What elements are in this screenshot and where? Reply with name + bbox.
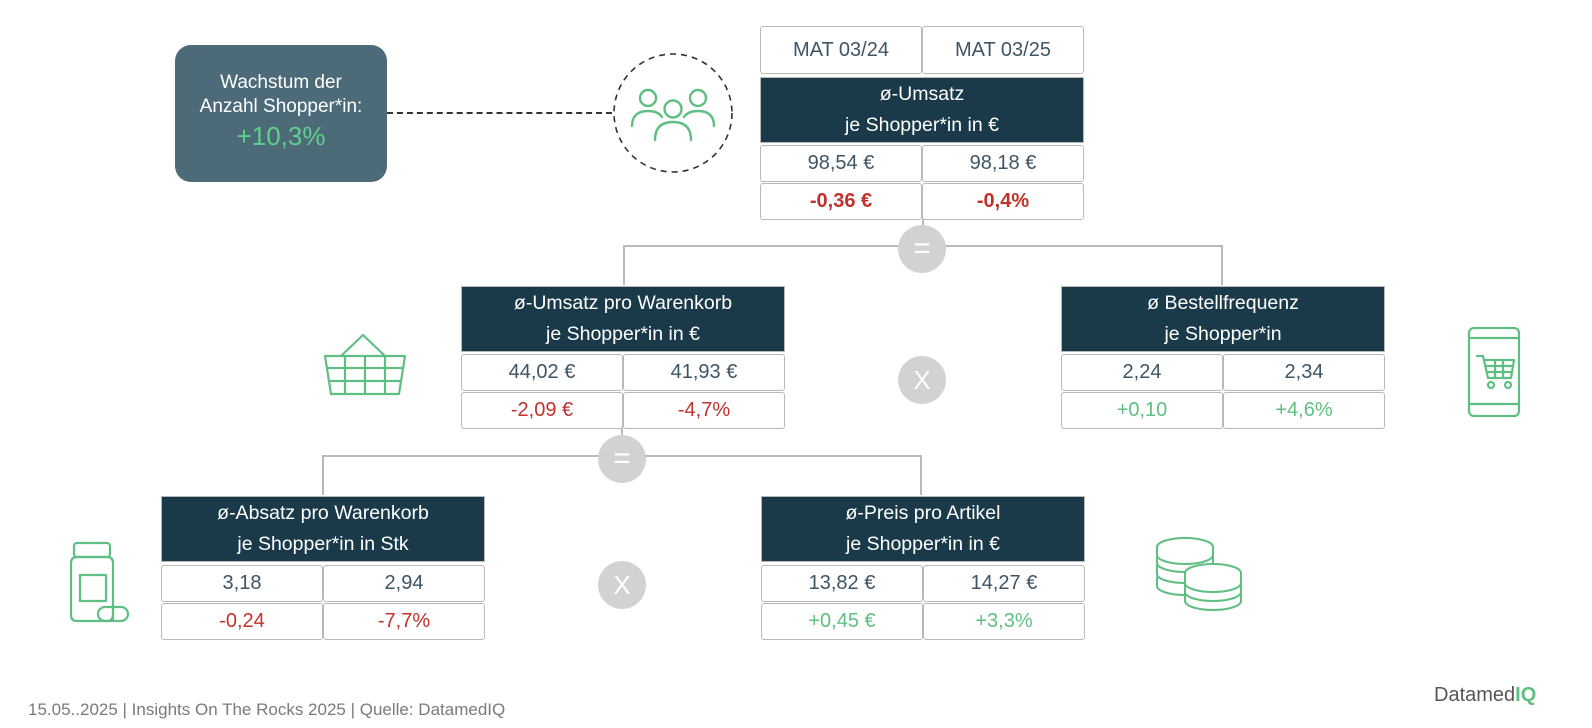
coins-icon xyxy=(1156,537,1242,611)
frequency-change-1: +0,10 xyxy=(1061,392,1223,429)
units-title-line1: ø-Absatz pro Warenkorb xyxy=(217,502,429,524)
top-change-2: -0,4% xyxy=(922,183,1084,220)
growth-value: +10,3% xyxy=(236,121,326,151)
units-change-2: -7,7% xyxy=(323,603,485,640)
units-value-2: 2,94 xyxy=(323,565,485,602)
frequency-title-line2: je Shopper*in xyxy=(1164,323,1282,345)
period-header-2: MAT 03/25 xyxy=(922,26,1084,74)
basket-title-line2: je Shopper*in in € xyxy=(546,323,700,345)
people-icon xyxy=(613,53,733,173)
times-operator-middle: X xyxy=(898,356,946,404)
basket-change-1: -2,09 € xyxy=(461,392,623,429)
basket-change-2: -4,7% xyxy=(623,392,785,429)
units-change-1: -0,24 xyxy=(161,603,323,640)
dashed-connector xyxy=(387,112,612,114)
price-value-1: 13,82 € xyxy=(761,565,923,602)
top-title-line1: ø-Umsatz xyxy=(879,83,965,105)
basket-value-1: 44,02 € xyxy=(461,354,623,391)
units-value-1: 3,18 xyxy=(161,565,323,602)
top-value-2: 98,18 € xyxy=(922,145,1084,182)
growth-label-line2: Anzahl Shopper*in: xyxy=(199,96,363,117)
brand-main: Datamed xyxy=(1434,684,1516,706)
brand-logo: DatamedIQ xyxy=(1434,684,1536,707)
price-change-2: +3,3% xyxy=(923,603,1085,640)
brand-accent: IQ xyxy=(1515,684,1537,706)
connector-level1-left xyxy=(623,245,625,285)
basket-title-line1: ø-Umsatz pro Warenkorb xyxy=(513,292,733,314)
units-title-line2: je Shopper*in in Stk xyxy=(237,533,409,555)
medicine-bottle-icon xyxy=(69,541,130,623)
price-title-line1: ø-Preis pro Artikel xyxy=(845,502,1001,524)
shopper-growth-box: Wachstum der Anzahl Shopper*in: +10,3% xyxy=(175,45,387,182)
connector-level1-right xyxy=(1221,245,1223,285)
top-value-1: 98,54 € xyxy=(760,145,922,182)
equals-operator-bottom: = xyxy=(598,435,646,483)
frequency-value-1: 2,24 xyxy=(1061,354,1223,391)
frequency-title-line1: ø Bestellfrequenz xyxy=(1147,292,1299,314)
basket-kpi-header: ø-Umsatz pro Warenkorb je Shopper*in in … xyxy=(461,286,785,352)
growth-label-line1: Wachstum der xyxy=(220,72,342,93)
footer-source: 15.05..2025 | Insights On The Rocks 2025… xyxy=(28,700,506,719)
connector-level2-left xyxy=(322,455,324,495)
top-kpi-header: ø-Umsatz je Shopper*in in € xyxy=(760,77,1084,143)
price-kpi-header: ø-Preis pro Artikel je Shopper*in in € xyxy=(761,496,1085,562)
frequency-change-2: +4,6% xyxy=(1223,392,1385,429)
times-operator-bottom: X xyxy=(598,561,646,609)
frequency-value-2: 2,34 xyxy=(1223,354,1385,391)
units-kpi-header: ø-Absatz pro Warenkorb je Shopper*in in … xyxy=(161,496,485,562)
period-header-1: MAT 03/24 xyxy=(760,26,922,74)
mobile-cart-icon xyxy=(1467,326,1521,418)
basket-value-2: 41,93 € xyxy=(623,354,785,391)
frequency-kpi-header: ø Bestellfrequenz je Shopper*in xyxy=(1061,286,1385,352)
basket-icon xyxy=(323,333,407,396)
top-title-line2: je Shopper*in in € xyxy=(845,114,999,136)
equals-operator-top: = xyxy=(898,225,946,273)
top-change-1: -0,36 € xyxy=(760,183,922,220)
price-change-1: +0,45 € xyxy=(761,603,923,640)
connector-level2-right xyxy=(920,455,922,495)
price-title-line2: je Shopper*in in € xyxy=(846,533,1000,555)
price-value-2: 14,27 € xyxy=(923,565,1085,602)
